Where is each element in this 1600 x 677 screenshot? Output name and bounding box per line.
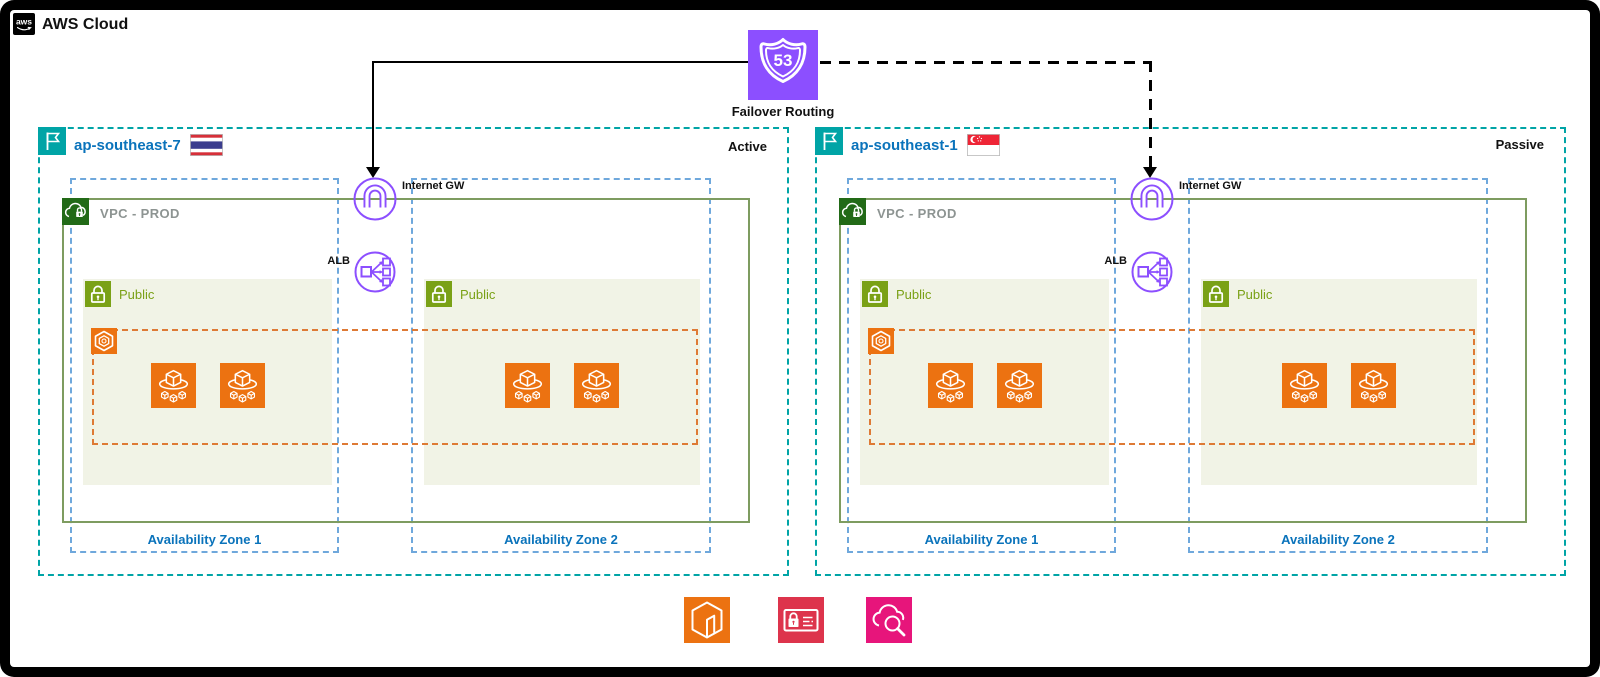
internet-gateway-icon [353, 177, 397, 221]
ecs-cluster-icon [868, 328, 894, 354]
vpc-label: VPC - PROD [877, 206, 957, 221]
region-ap-southeast-1: ap-southeast-1 Passive Availability Zone… [815, 127, 1566, 576]
alb-label: ALB [1104, 255, 1127, 267]
subnet-label: Public [119, 287, 155, 302]
alb-label: ALB [327, 255, 350, 267]
public-subnet-az1: Public [83, 279, 332, 485]
region-ap-southeast-7: ap-southeast-7 Active Availability Zone … [38, 127, 789, 576]
region-name: ap-southeast-1 [851, 136, 958, 154]
availability-zone-1: Availability Zone 1 [70, 178, 339, 553]
public-subnet-az1: Public [860, 279, 1109, 485]
route53-number: 53 [773, 51, 793, 70]
subnet-label: Public [460, 287, 496, 302]
region-name: ap-southeast-7 [74, 136, 181, 154]
ecs-cluster-icon [91, 328, 117, 354]
az2-label: Availability Zone 2 [504, 532, 618, 547]
thailand-flag-icon [190, 134, 223, 156]
passive-route-line [820, 61, 1150, 64]
public-subnet-az2: Public [1201, 279, 1477, 485]
subnet-lock-icon [1203, 281, 1229, 307]
az2-label: Availability Zone 2 [1281, 532, 1395, 547]
page-title: AWS Cloud [42, 16, 129, 33]
ecs-cluster-boundary [869, 329, 1475, 445]
aws-logo-icon: aws [13, 13, 35, 35]
passive-route-arrowhead [1143, 167, 1157, 178]
route53-label: Failover Routing [731, 104, 835, 119]
cloudwatch-icon [866, 597, 912, 643]
vpc-prod: VPC - PROD Public Public [839, 198, 1527, 523]
subnet-label: Public [1237, 287, 1273, 302]
ecs-icon [684, 597, 730, 643]
az1-label: Availability Zone 1 [924, 532, 1039, 547]
subnet-lock-icon [85, 281, 111, 307]
passive-route-line-drop [1149, 61, 1152, 167]
vpc-icon [839, 198, 866, 225]
singapore-flag-icon [967, 134, 1000, 156]
availability-zone-1: Availability Zone 1 [847, 178, 1116, 553]
ecs-cluster-boundary [92, 329, 698, 445]
availability-zone-2: Availability Zone 2 [411, 178, 711, 553]
subnet-label: Public [896, 287, 932, 302]
active-route-line [373, 61, 748, 63]
subnet-lock-icon [426, 281, 452, 307]
secrets-manager-icon [778, 597, 824, 643]
vpc-label: VPC - PROD [100, 206, 180, 221]
internet-gw-label: Internet GW [402, 180, 465, 192]
availability-zone-2: Availability Zone 2 [1188, 178, 1488, 553]
passive-label: Passive [1495, 137, 1544, 152]
subnet-lock-icon [862, 281, 888, 307]
alb-icon [1131, 251, 1173, 293]
region-flag-icon [38, 127, 66, 155]
active-route-arrowhead [366, 167, 380, 178]
aws-logo-text: aws [16, 17, 32, 27]
active-label: Active [727, 139, 767, 154]
internet-gw-label: Internet GW [1179, 180, 1242, 192]
az1-label: Availability Zone 1 [147, 532, 262, 547]
vpc-icon [62, 198, 89, 225]
alb-icon [354, 251, 396, 293]
internet-gateway-icon [1130, 177, 1174, 221]
public-subnet-az2: Public [424, 279, 700, 485]
region-flag-icon [815, 127, 843, 155]
vpc-prod: VPC - PROD Public Public [62, 198, 750, 523]
active-route-line-drop [372, 61, 374, 168]
